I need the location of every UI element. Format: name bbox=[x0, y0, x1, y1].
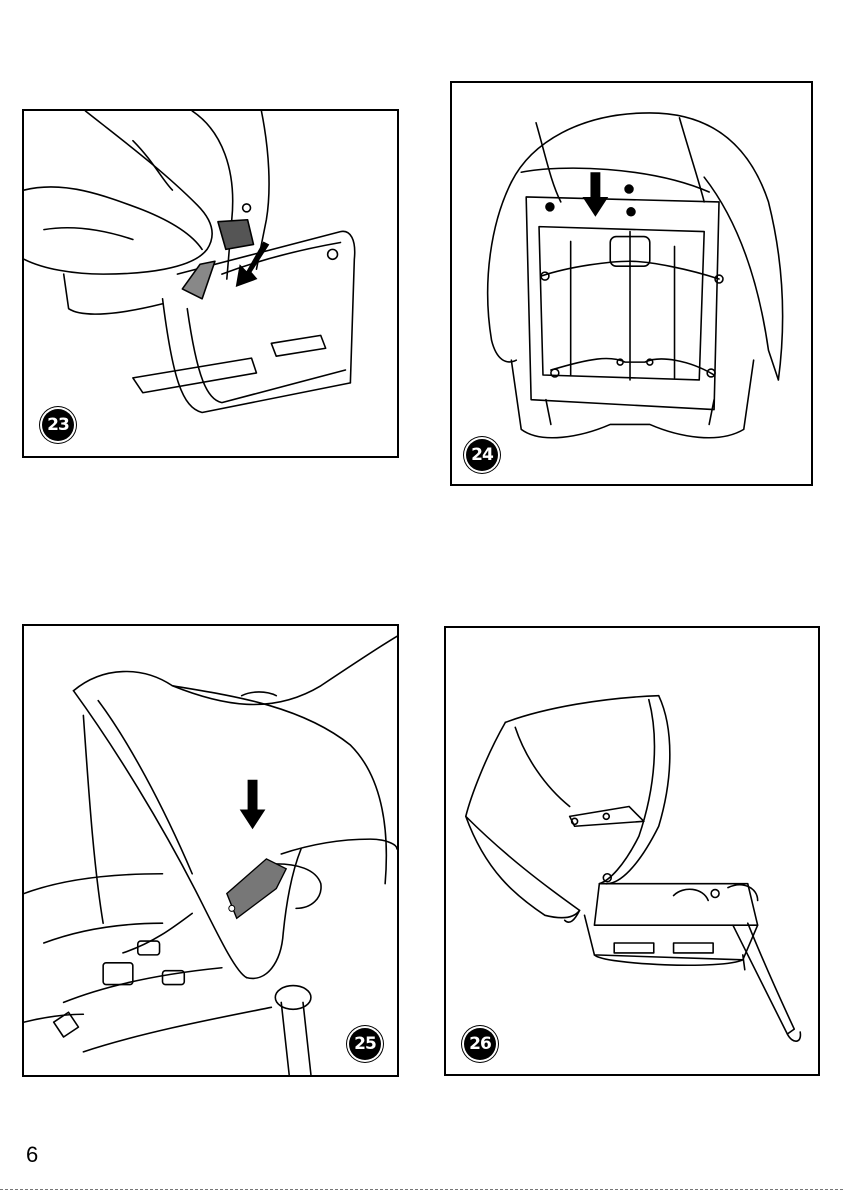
figure-23-illustration bbox=[24, 111, 397, 456]
figure-24-illustration bbox=[452, 83, 811, 484]
figure-25-badge: 25 bbox=[349, 1028, 381, 1060]
figure-24-badge: 24 bbox=[466, 439, 498, 471]
figure-23-badge: 23 bbox=[42, 409, 74, 441]
figure-26-badge: 26 bbox=[464, 1028, 496, 1060]
figure-24-panel: 24 bbox=[450, 81, 813, 486]
figure-23-panel: 23 bbox=[22, 109, 399, 458]
figure-25-panel: 25 bbox=[22, 624, 399, 1077]
footer-rule bbox=[0, 1189, 843, 1190]
figure-26-panel: 26 bbox=[444, 626, 820, 1076]
figure-25-illustration bbox=[24, 626, 397, 1075]
arrow-icon bbox=[240, 780, 266, 829]
figure-26-illustration bbox=[446, 628, 818, 1074]
page-number: 6 bbox=[26, 1142, 38, 1168]
arrow-icon bbox=[236, 241, 270, 286]
arrow-icon bbox=[583, 172, 609, 217]
